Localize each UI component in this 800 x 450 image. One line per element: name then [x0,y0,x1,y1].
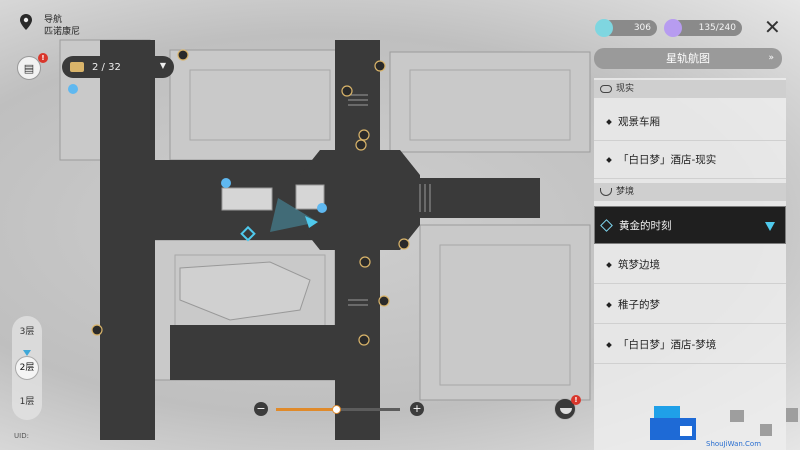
bell-icon [358,334,370,346]
bullet-icon [606,262,612,268]
zoom-out-button[interactable]: − [254,402,268,416]
mission-log-button[interactable]: ▤ [17,56,41,80]
eye-icon [600,85,612,93]
road [100,40,155,440]
bell-icon [398,238,410,250]
fuel-icon [595,19,613,37]
notification-badge: ! [38,53,48,63]
bell-icon [374,60,386,72]
bullet-icon [606,157,612,163]
zoom-in-button[interactable]: + [410,402,424,416]
closed-eye-icon [600,188,612,196]
zoom-slider[interactable] [276,405,400,414]
bell-icon [378,295,390,307]
fuel-value: 306 [633,23,651,33]
building-block [419,224,591,401]
close-icon: ✕ [764,15,781,39]
notification-badge: ! [571,395,581,405]
watermark: ShouJiWan.Com [650,402,800,450]
current-marker-icon [765,222,775,231]
trailblaze-power-counter[interactable]: 135/240 [672,20,742,36]
dropdown-icon: ▼ [159,61,166,70]
bullet-icon [606,119,612,125]
location-item[interactable]: 筑梦边境 [594,246,786,284]
player-marker [305,216,318,228]
teleport-icon [221,178,231,188]
location-item[interactable]: 「白日梦」酒店-梦境 [594,326,786,364]
bullet-icon [606,302,612,308]
nav-label: 导航 [44,15,63,25]
zoom-control: − + [254,402,426,418]
watermark-text: ShouJiWan.Com [706,440,762,448]
bell-icon [358,129,370,141]
uid-label: UID: [14,432,29,440]
location-item-active[interactable]: 黄金的时刻 [594,206,786,244]
player-view-cone [270,198,318,232]
space-anchor-icon [240,225,256,242]
building-block [389,51,591,153]
location-pin-icon [20,14,32,30]
trailblaze-power-icon [664,19,682,37]
treasure-chest-counter[interactable]: 2 / 32 ▼ [62,56,174,78]
dream-ticker-button[interactable] [554,398,576,420]
area-name: 匹诺康尼 [44,27,81,37]
floor-2-button[interactable]: 2层 [15,356,39,380]
current-floor-marker [23,350,31,356]
zoom-fill [276,408,336,411]
location-item[interactable]: 「白日梦」酒店-现实 [594,141,786,179]
location-item[interactable]: 观景车厢 [594,103,786,141]
plaza [300,150,420,250]
floor-1-button[interactable]: 1层 [19,397,35,407]
section-header-dreamscape: 梦境 [594,183,786,201]
location-item[interactable]: 稚子的梦 [594,286,786,324]
fuel-counter[interactable]: 306 [603,20,657,36]
zoom-knob[interactable] [331,405,341,414]
star-rail-map-label: 星轨航图 [666,52,710,65]
star-rail-map-button[interactable]: 星轨航图 » [594,48,782,69]
bell-icon [91,324,103,336]
close-button[interactable]: ✕ [764,17,781,37]
bullet-icon [606,342,612,348]
dream-ticker-icon [560,408,572,414]
current-location-icon [600,219,613,232]
bell-icon [341,85,353,97]
double-chevron-icon: » [768,53,774,63]
teleport-icon [68,84,78,94]
chest-count: 2 / 32 [92,61,121,73]
bell-icon [177,49,189,61]
floor-3-button[interactable]: 3层 [19,327,35,337]
document-icon: ▤ [23,61,35,75]
road [170,325,370,380]
floor-selector: 3层 2层 1层 [12,316,42,420]
treasure-chest-icon [70,62,84,72]
building-block [169,49,351,161]
trailblaze-power-value: 135/240 [698,23,736,33]
bell-icon [359,256,371,268]
watermark-logo [654,406,680,418]
bell-icon [355,139,367,151]
teleport-icon [317,203,327,213]
section-header-reality: 现实 [594,80,786,98]
